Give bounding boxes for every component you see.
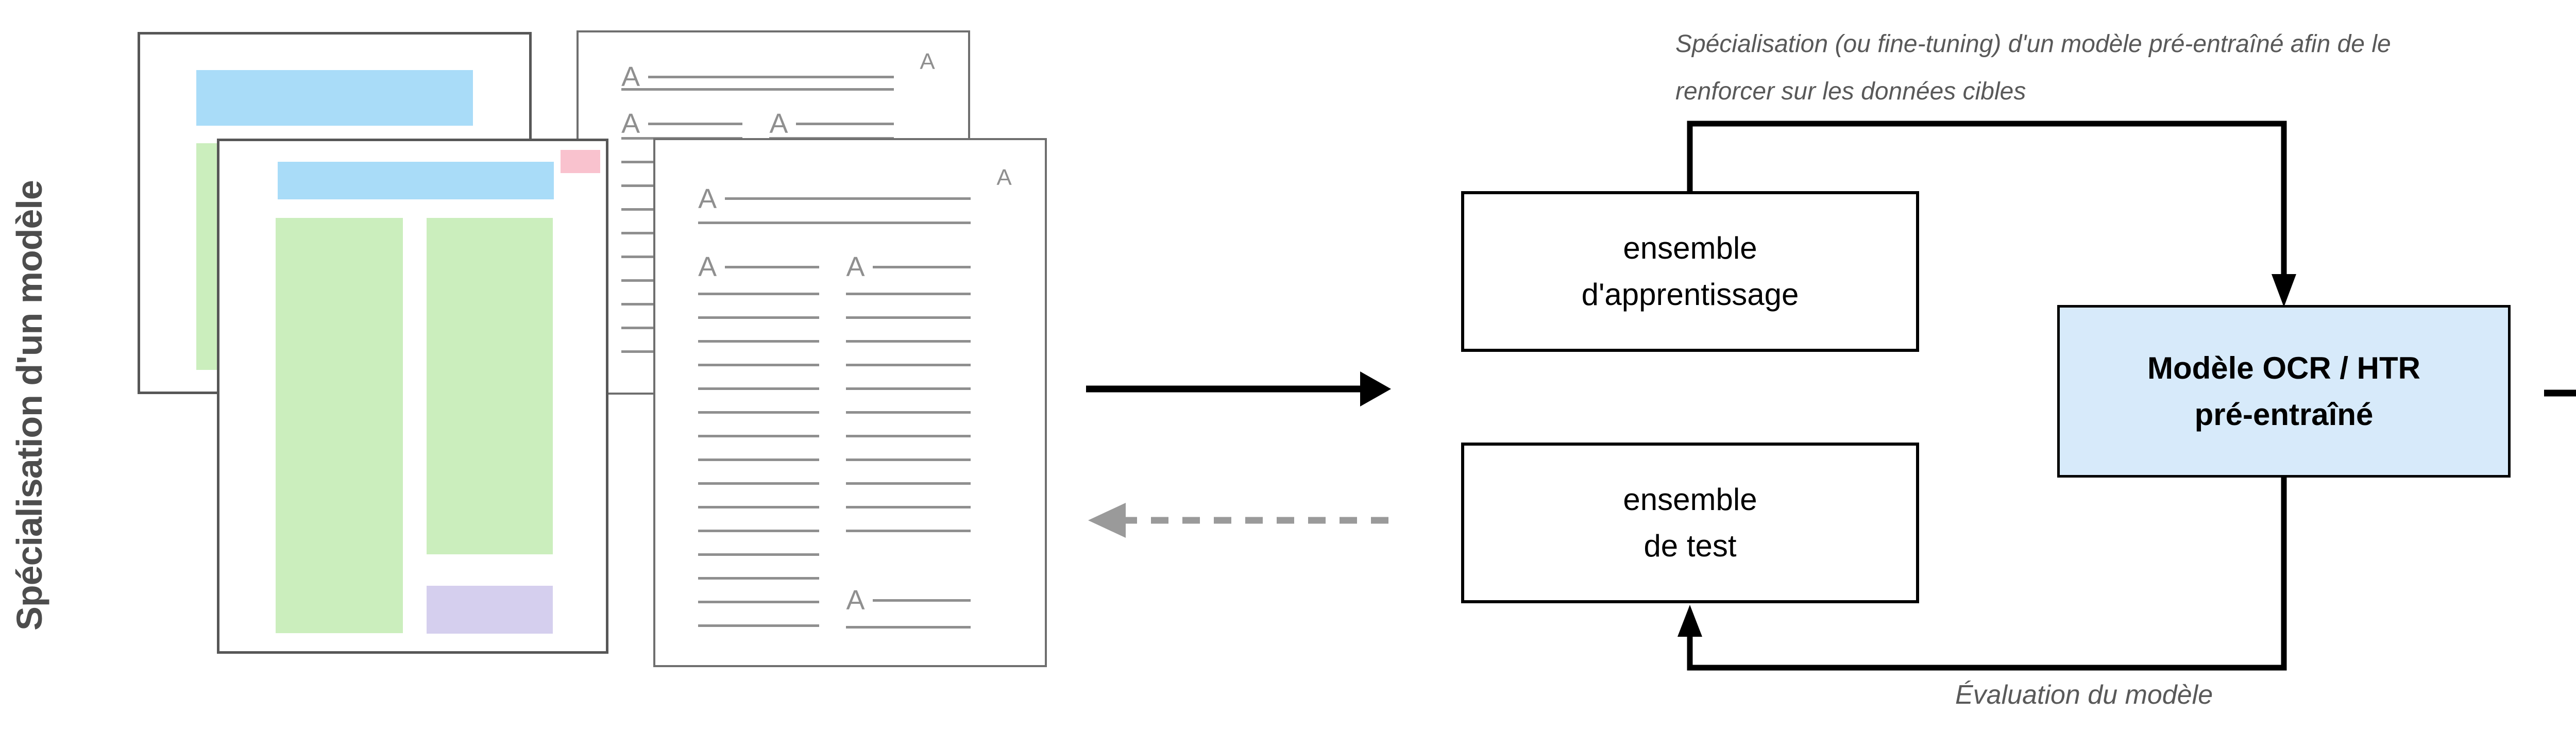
pretrained-model-label-line1: Modèle OCR / HTR <box>2147 350 2420 385</box>
title-letter: A <box>698 183 717 214</box>
column-heading-left: A <box>698 253 819 281</box>
title-letter: A <box>621 61 640 93</box>
text-lines-left-column <box>698 292 819 629</box>
pretrained-model-box: Modèle OCR / HTR pré-entraîné <box>2057 305 2511 478</box>
title-line <box>648 75 894 78</box>
title-row: A <box>698 185 971 213</box>
green-column-block <box>275 217 403 634</box>
heading-line <box>796 122 894 125</box>
page-corner-letter: A <box>996 164 1012 190</box>
training-connector-arrowhead <box>2272 274 2296 307</box>
column-heading-left: A <box>621 110 742 138</box>
heading-letter: A <box>698 251 717 283</box>
pink-tag-block <box>561 149 600 174</box>
fine-tuning-annotation: Spécialisation (ou fine-tuning) d'un mod… <box>1675 21 2391 115</box>
subtitle-line <box>621 88 894 91</box>
test-set-label-line2: de test <box>1643 529 1737 563</box>
test-set-label-line1: ensemble <box>1623 482 1757 517</box>
document-page-text-front: A A A A A <box>653 138 1047 667</box>
heading-letter: A <box>846 585 865 616</box>
heading-letter: A <box>846 251 865 283</box>
blue-header-block <box>277 161 554 199</box>
heading-letter: A <box>769 108 788 140</box>
title-line <box>725 197 971 200</box>
purple-footer-block <box>427 586 553 634</box>
test-feedback-arrowhead <box>1088 503 1126 538</box>
heading-line <box>873 599 971 602</box>
training-set-box: ensemble d'apprentissage <box>1461 191 1919 352</box>
page-corner-letter: A <box>920 48 935 74</box>
document-page-layout-front <box>217 139 608 654</box>
column-heading-right: A <box>769 110 894 138</box>
text-lines-right-column <box>846 292 971 550</box>
subtitle-line <box>698 221 971 224</box>
test-set-box: ensemble de test <box>1461 443 1919 603</box>
training-connector <box>1687 121 2287 275</box>
bottom-line-right <box>846 625 971 629</box>
heading-line <box>873 265 971 268</box>
training-set-label-line2: d'apprentissage <box>1581 277 1799 312</box>
fine-tuning-annotation-line2: renforcer sur les données cibles <box>1675 78 2026 105</box>
column-heading-right: A <box>846 253 971 281</box>
training-set-label-line1: ensemble <box>1623 231 1757 265</box>
title-row: A <box>621 63 894 91</box>
heading-line <box>725 265 819 268</box>
fine-tuning-annotation-line1: Spécialisation (ou fine-tuning) d'un mod… <box>1675 30 2391 58</box>
evaluation-connector-arrowhead <box>1677 605 1702 637</box>
documents-input-arrowhead <box>1360 371 1391 406</box>
pretrained-model-label-line2: pré-entraîné <box>2194 397 2374 432</box>
heading-letter: A <box>621 108 640 140</box>
green-column-block <box>427 217 553 554</box>
evaluation-annotation: Évaluation du modèle <box>1955 680 2213 710</box>
evaluation-connector <box>1687 477 2287 671</box>
heading-line <box>648 122 742 125</box>
sub-heading-right: A <box>846 586 971 614</box>
blue-header-block <box>196 70 473 126</box>
